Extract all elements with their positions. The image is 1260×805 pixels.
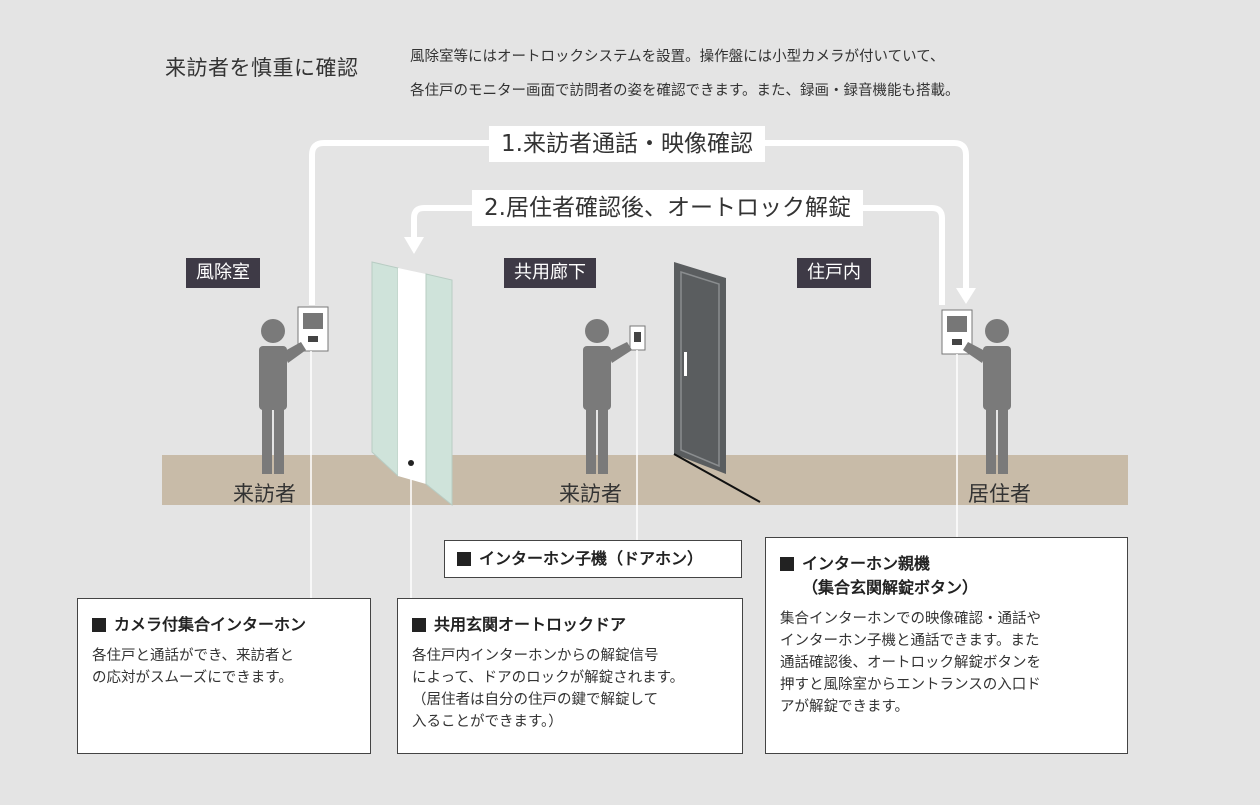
door-phone-device — [629, 325, 646, 351]
callout-camera-intercom-text: 各住戸と通話ができ、来訪者と の応対がスムーズにできます。 — [92, 648, 294, 686]
callout-autolock-door-text: 各住戸内インターホンからの解錠信号 によって、ドアのロックが解錠されます。 （居… — [412, 648, 685, 730]
visitor-figure-vestibule — [259, 319, 306, 474]
page-title: 来訪者を慎重に確認 — [165, 56, 359, 80]
autolock-glass-door — [371, 261, 453, 507]
flow-arrow-1-head — [956, 288, 976, 304]
callout-door-phone-title: インターホン子機（ドアホン） — [457, 547, 729, 571]
callout-camera-intercom: カメラ付集合インターホン 各住戸と通話ができ、来訪者と の応対がスムーズにできま… — [77, 598, 371, 754]
resident-figure — [963, 319, 1011, 474]
intro-line-2: 各住戸のモニター画面で訪問者の姿を確認できます。また、録画・録音機能も搭載。 — [410, 83, 960, 99]
area-tag-corridor: 共用廊下 — [504, 258, 596, 288]
square-bullet-icon — [92, 618, 106, 632]
visitor-figure-corridor — [583, 319, 632, 474]
person-label-visitor-corridor: 来訪者 — [559, 482, 622, 506]
flow-label-1: 1.来訪者通話・映像確認 — [489, 126, 765, 162]
callout-door-phone: インターホン子機（ドアホン） — [444, 540, 742, 578]
square-bullet-icon — [457, 552, 471, 566]
callout-master-unit: インターホン親機 （集合玄関解錠ボタン） 集合インターホンでの映像確認・通話や … — [765, 537, 1128, 754]
callout-master-unit-title: インターホン親機 （集合玄関解錠ボタン） — [780, 552, 1113, 600]
person-label-visitor-vestibule: 来訪者 — [233, 482, 296, 506]
person-label-resident: 居住者 — [968, 482, 1031, 506]
callout-master-unit-text: 集合インターホンでの映像確認・通話や インターホン子機と通話できます。また 通話… — [780, 611, 1041, 715]
unit-door — [673, 262, 761, 503]
area-tag-vestibule: 風除室 — [186, 258, 260, 288]
area-tag-unit: 住戸内 — [797, 258, 871, 288]
callout-autolock-door: 共用玄関オートロックドア 各住戸内インターホンからの解錠信号 によって、ドアのロ… — [397, 598, 743, 754]
intro-description: 風除室等にはオートロックシステムを設置。操作盤には小型カメラが付いていて、 各住… — [410, 40, 960, 108]
flow-label-2: 2.居住者確認後、オートロック解錠 — [472, 190, 863, 226]
square-bullet-icon — [780, 557, 794, 571]
square-bullet-icon — [412, 618, 426, 632]
intro-line-1: 風除室等にはオートロックシステムを設置。操作盤には小型カメラが付いていて、 — [410, 49, 945, 65]
floor-strip — [162, 455, 1128, 505]
callout-camera-intercom-title: カメラ付集合インターホン — [92, 613, 356, 637]
flow-arrow-2-head — [404, 237, 424, 254]
camera-intercom-panel — [297, 306, 329, 352]
callout-autolock-door-title: 共用玄関オートロックドア — [412, 613, 728, 637]
